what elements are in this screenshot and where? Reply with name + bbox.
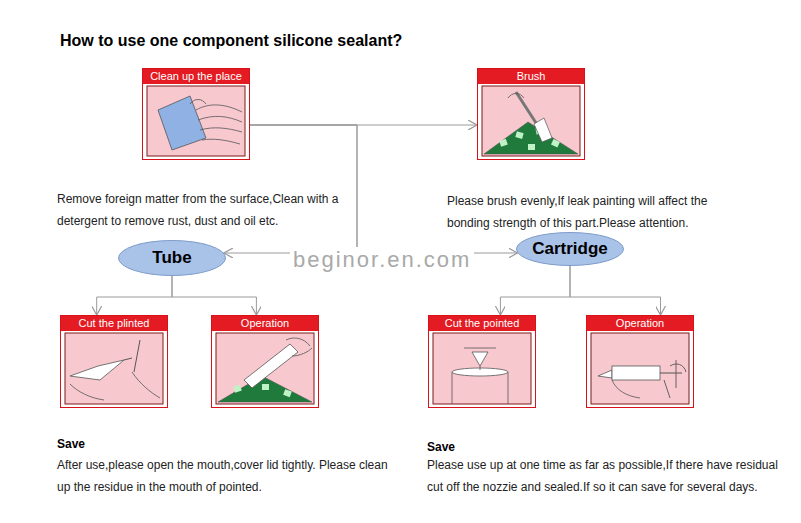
flow-connector	[250, 125, 477, 126]
step-header: Operation	[587, 316, 693, 331]
step-header: Cut the plinted	[61, 316, 167, 331]
flow-connector	[224, 125, 357, 253]
step-box: Operation	[586, 315, 694, 408]
flow-connector	[97, 276, 172, 315]
apply-tube-illustration	[216, 333, 314, 404]
section-heading: Save	[427, 440, 455, 454]
step-header: Operation	[212, 316, 318, 331]
ellipse-shape	[517, 233, 624, 266]
note-text: After use,please open the mouth,cover li…	[57, 454, 392, 498]
step-header: Cut the pointed	[429, 316, 535, 331]
watermark: beginor.en.com	[290, 247, 474, 273]
branch-label: Tube	[152, 248, 191, 268]
step-box: BrushPlease brush evenly,If leak paintin…	[477, 68, 585, 160]
branch-label: Cartridge	[532, 239, 608, 259]
note-text: Please use up at one time as far as poss…	[427, 454, 779, 498]
cut-cartridge-illustration	[433, 333, 531, 404]
flow-connector	[172, 276, 256, 315]
step-box: Clean up the placeRemove foreign matter …	[142, 68, 250, 160]
step-description: Remove foreign matter from the surface,C…	[57, 188, 347, 232]
step-box: Cut the plinted	[60, 315, 168, 408]
container-ellipse: Tube	[118, 240, 226, 276]
step-box: Cut the pointed	[428, 315, 536, 408]
flow-connector	[570, 266, 661, 315]
step-description: Please brush evenly,If leak painting wil…	[447, 190, 747, 234]
clean-illustration	[147, 86, 245, 156]
flow-connector	[500, 266, 570, 315]
brush-illustration	[482, 86, 580, 156]
caulking-gun-illustration	[591, 333, 689, 404]
step-box: Operation	[211, 315, 319, 408]
cut-tube-illustration	[65, 333, 163, 404]
container-ellipse: Cartridge	[516, 232, 624, 266]
step-header: Brush	[478, 69, 584, 84]
diagram-title: How to use one component silicone sealan…	[60, 32, 402, 50]
step-header: Clean up the place	[143, 69, 249, 84]
section-heading: Save	[57, 437, 85, 451]
ellipse-shape	[119, 241, 226, 276]
